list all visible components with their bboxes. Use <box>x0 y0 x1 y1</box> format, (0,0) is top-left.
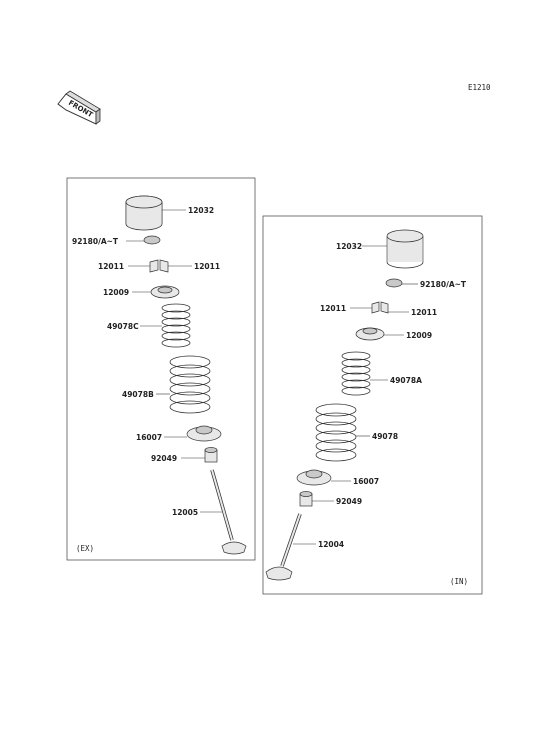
in-keepers <box>371 301 389 314</box>
ex-inner-spring <box>161 303 191 348</box>
diagram-code: E1210 <box>468 83 491 92</box>
in-spring-seat <box>296 469 332 486</box>
ex-tag: (EX) <box>76 544 94 553</box>
in-label-spring-seat: 16007 <box>353 477 379 486</box>
exhaust-panel: 12032 92180/A~T 12011 12011 12009 <box>66 177 256 561</box>
ex-tappet <box>125 195 163 231</box>
in-label-keeper-left: 12011 <box>320 304 346 313</box>
in-shim <box>385 278 403 288</box>
ex-shim <box>143 235 161 245</box>
ex-retainer <box>150 285 180 299</box>
in-label-valve: 12004 <box>318 540 344 549</box>
intake-panel: 12032 92180/A~T 12011 12011 12009 <box>262 215 483 595</box>
ex-label-inner-spring: 49078C <box>107 322 139 331</box>
in-retainer <box>355 327 385 341</box>
in-outer-spring <box>315 403 357 462</box>
in-label-tappet: 12032 <box>336 242 362 251</box>
ex-label-valve: 12005 <box>172 508 198 517</box>
ex-spring-seat <box>186 425 222 442</box>
in-oil-seal <box>299 491 313 507</box>
in-tappet <box>386 229 424 269</box>
ex-outer-spring <box>169 355 211 414</box>
ex-valve <box>210 469 247 555</box>
ex-keepers <box>149 259 169 273</box>
in-inner-spring <box>341 351 371 396</box>
in-tag: (IN) <box>450 577 468 586</box>
ex-label-outer-spring: 49078B <box>122 390 154 399</box>
ex-label-shim: 92180/A~T <box>72 237 119 246</box>
in-label-outer-spring: 49078 <box>372 432 398 441</box>
in-label-inner-spring: 49078A <box>390 376 422 385</box>
in-label-keeper-right: 12011 <box>411 308 437 317</box>
ex-label-keeper-right: 12011 <box>194 262 220 271</box>
exhaust-frame <box>66 177 256 561</box>
ex-label-retainer: 12009 <box>103 288 129 297</box>
ex-label-oil-seal: 92049 <box>151 454 177 463</box>
in-label-shim: 92180/A~T <box>420 280 467 289</box>
ex-label-keeper-left: 12011 <box>98 262 124 271</box>
ex-oil-seal <box>204 447 218 463</box>
ex-label-spring-seat: 16007 <box>136 433 162 442</box>
in-valve <box>265 513 302 581</box>
front-arrow-icon: FRONT <box>57 90 101 125</box>
in-label-retainer: 12009 <box>406 331 432 340</box>
intake-frame <box>262 215 483 595</box>
ex-label-tappet: 12032 <box>188 206 214 215</box>
in-label-oil-seal: 92049 <box>336 497 362 506</box>
